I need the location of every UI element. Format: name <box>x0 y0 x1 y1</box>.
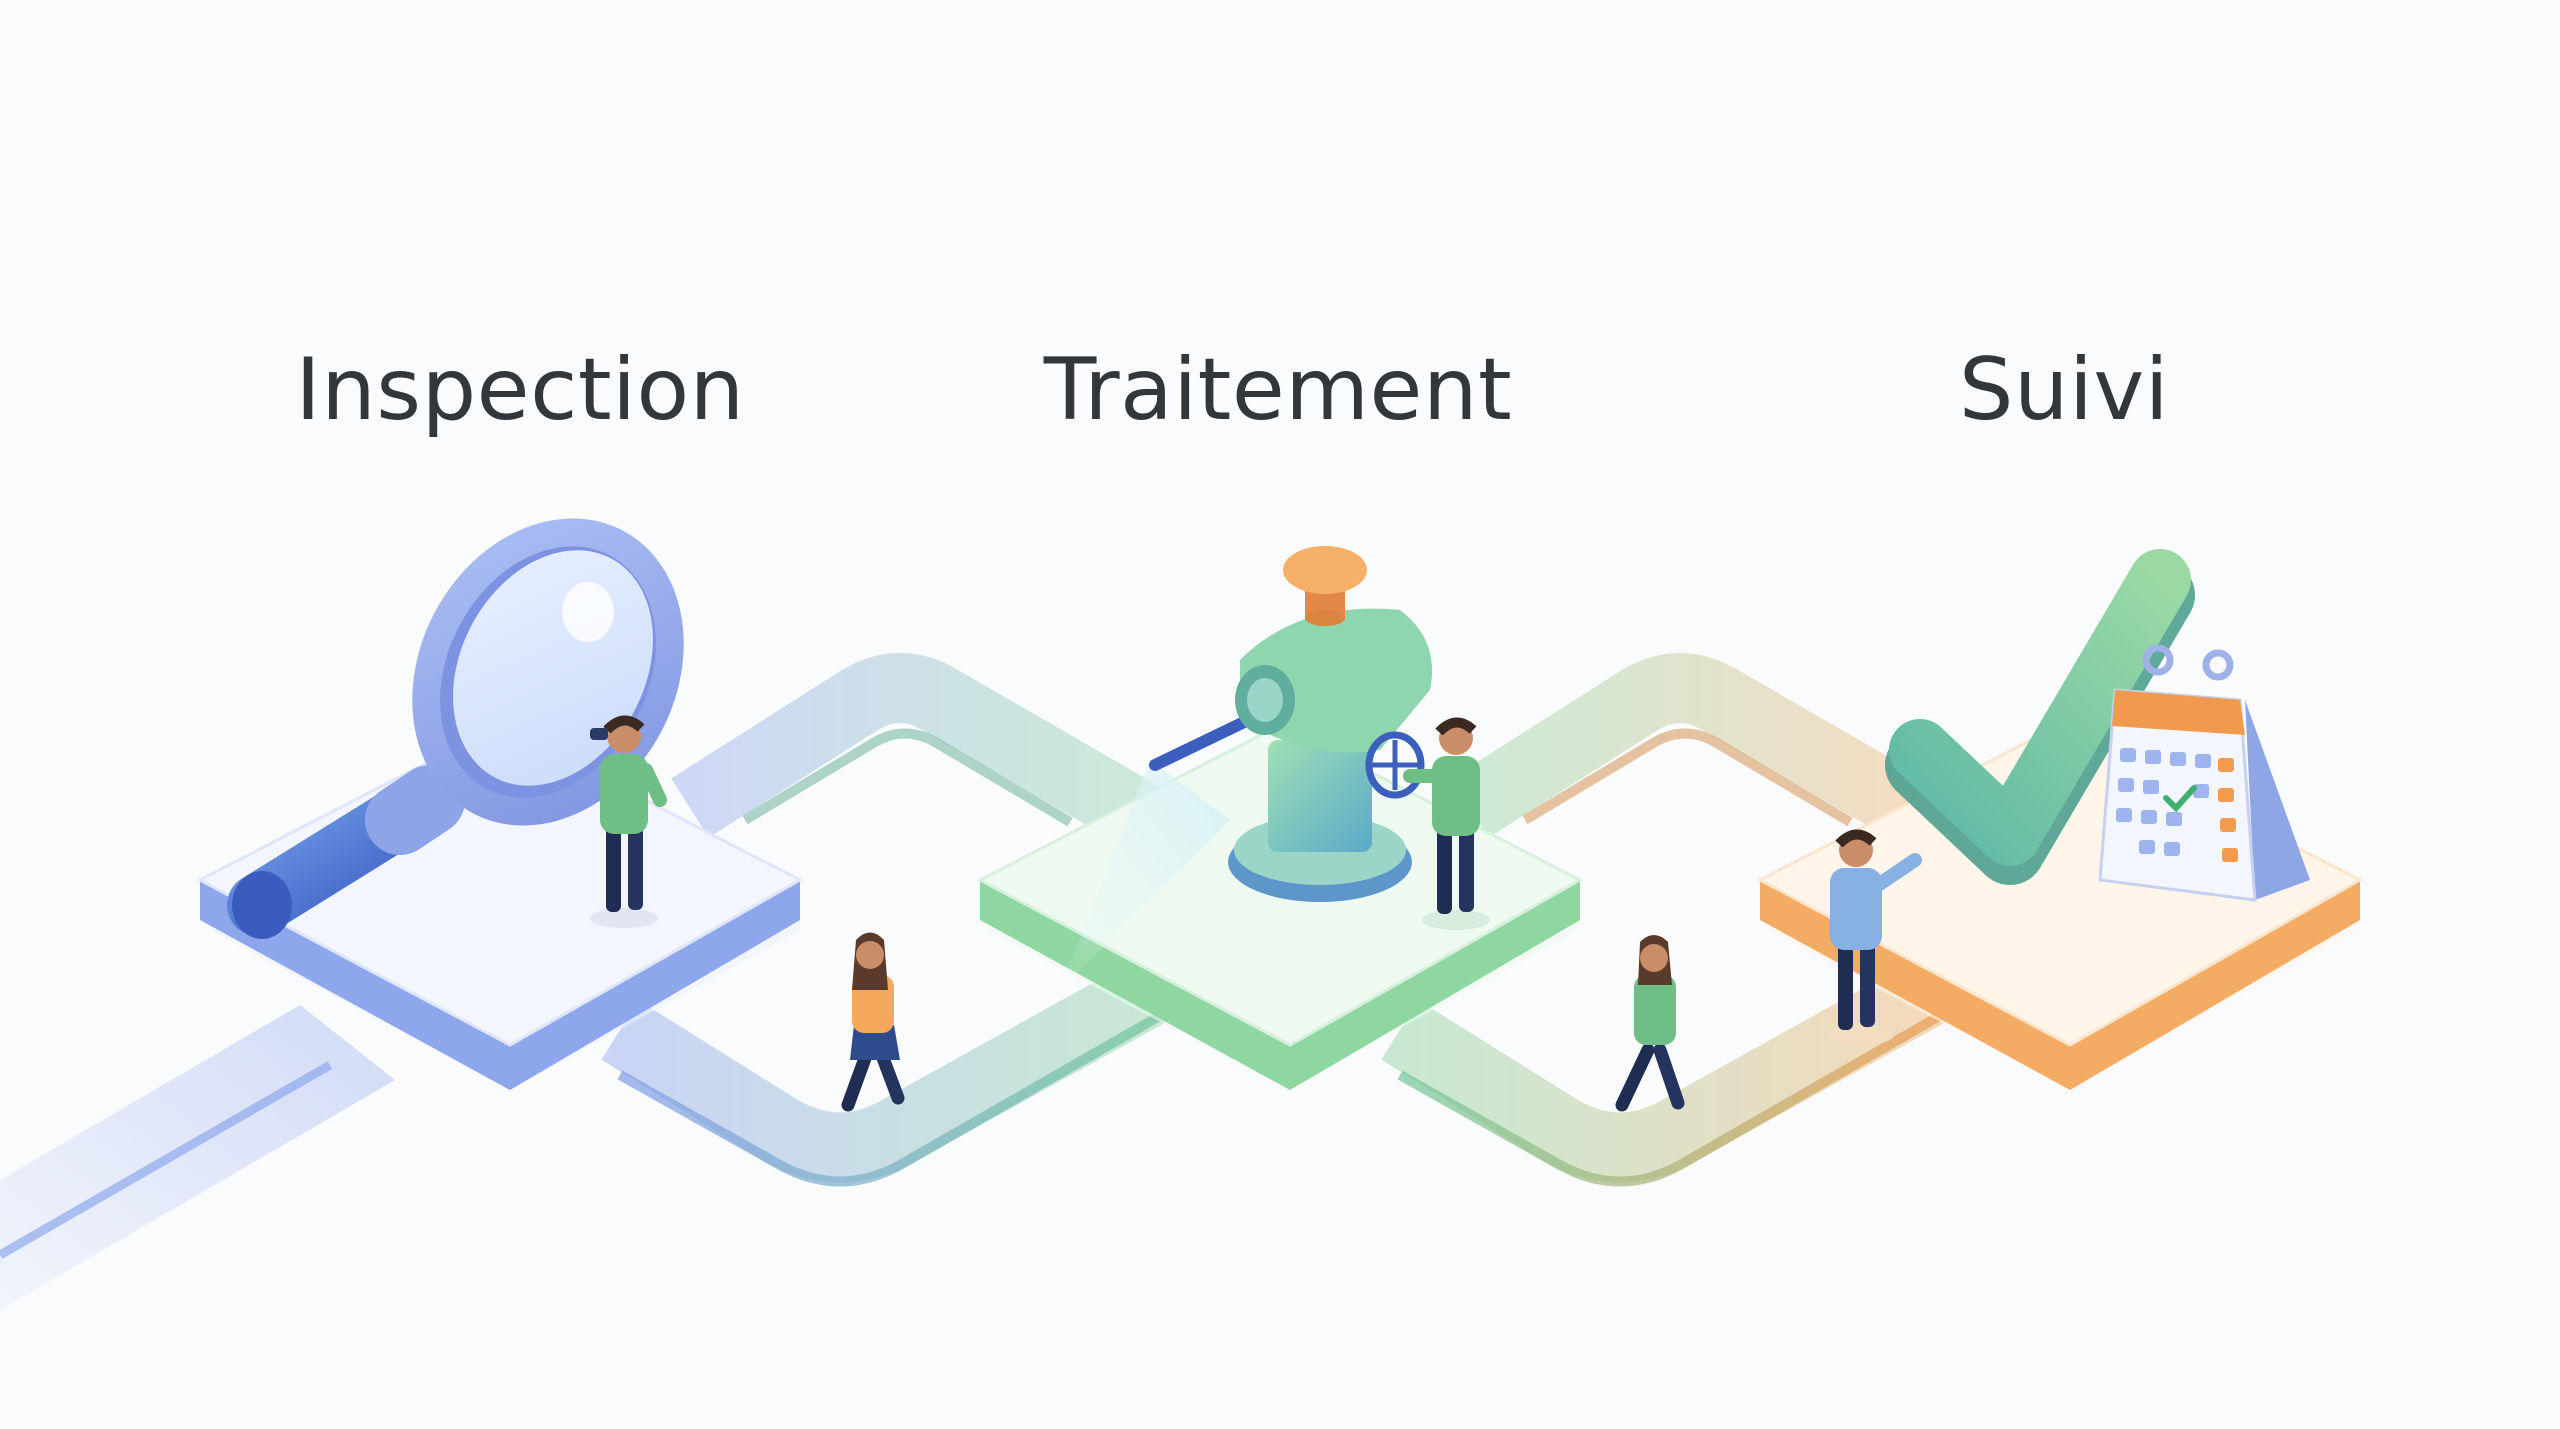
sprayer-machine-icon <box>1060 546 1432 990</box>
step-title-inspection: Inspection <box>295 340 745 440</box>
person-walking-2 <box>1615 935 1685 1112</box>
lead-in-path <box>0 1005 395 1310</box>
step-title-suivi: Suivi <box>1958 340 2170 440</box>
person-inspector <box>590 715 667 928</box>
person-operator <box>1403 717 1490 930</box>
connector-path-inspection-traitement <box>601 653 1187 1187</box>
person-pointing <box>1826 829 1922 1045</box>
step-title-traitement: Traitement <box>1043 340 1513 440</box>
checkmark-calendar-icon <box>1885 549 2310 902</box>
connector-path-traitement-suivi <box>1381 653 1967 1187</box>
magnifying-glass-icon <box>227 518 684 939</box>
person-walking-1 <box>841 932 905 1112</box>
